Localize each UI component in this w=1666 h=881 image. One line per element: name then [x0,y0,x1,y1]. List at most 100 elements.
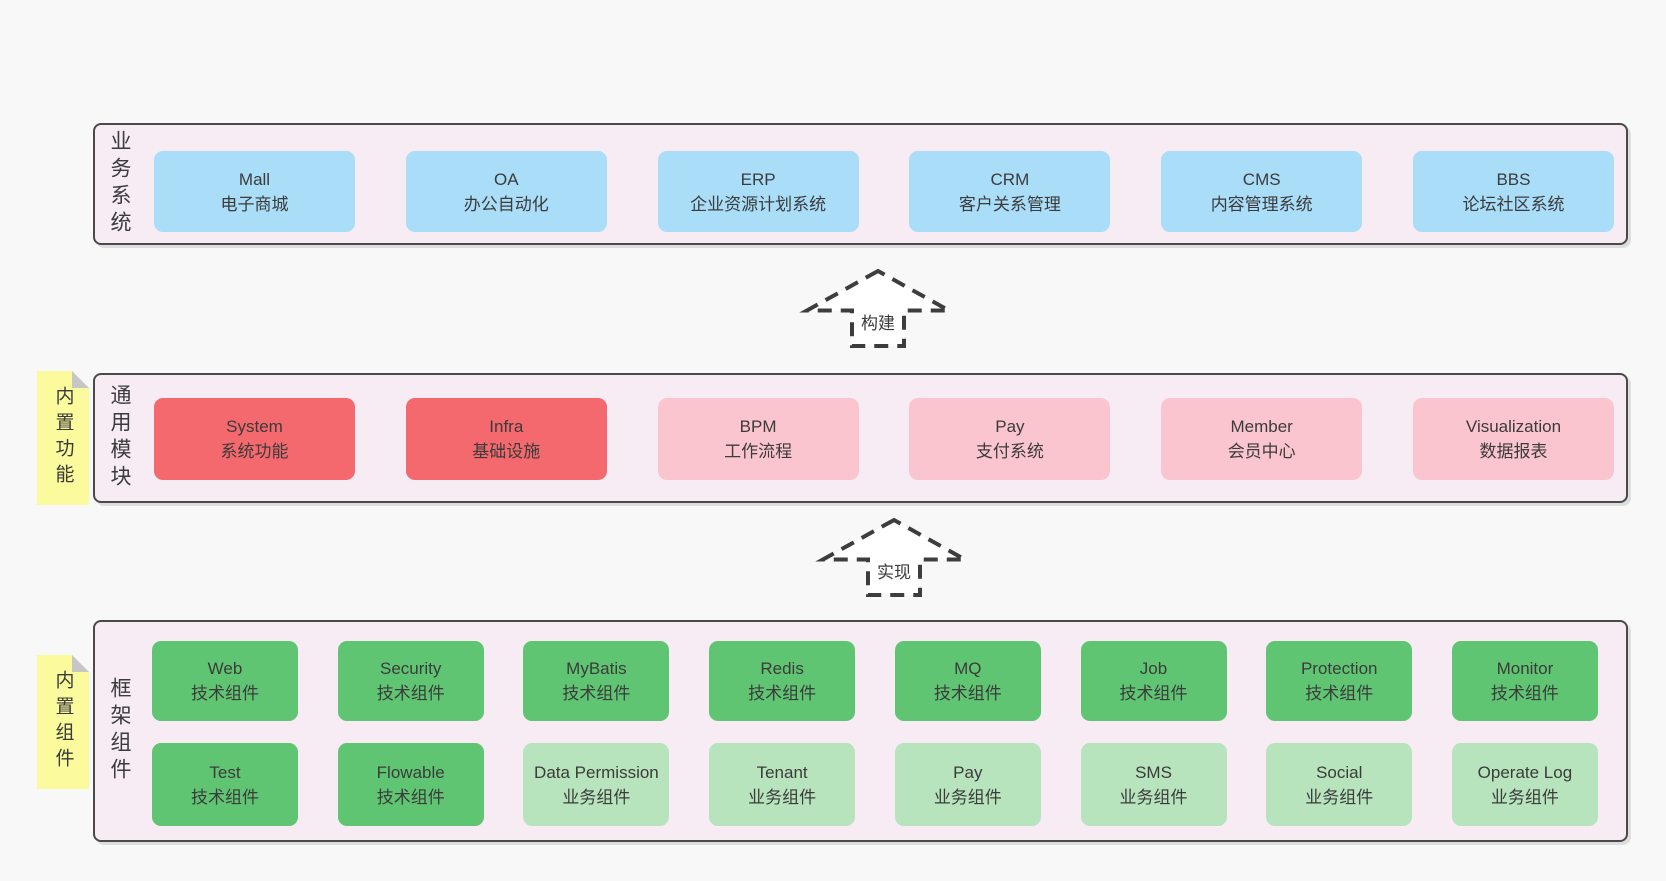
box-desc: 会员中心 [1227,442,1296,461]
arrow-up-icon [799,268,957,348]
box-desc: 技术组件 [1305,684,1374,703]
box-desc: 数据报表 [1479,442,1548,461]
arrow-label: 实现 [874,558,914,583]
sticky-note-paper [37,371,89,505]
box-social: Social 业务组件 [1266,743,1413,826]
box-visualization: Visualization 数据报表 [1412,398,1614,480]
box-desc: 客户关系管理 [958,194,1061,214]
box-name: MQ [954,659,982,678]
box-job: Job 技术组件 [1080,641,1227,721]
box-operate-log: Operate Log 业务组件 [1451,743,1598,826]
box-bbs: BBS 论坛社区系统 [1412,151,1614,232]
box-test: Test 技术组件 [152,743,298,826]
box-desc: 技术组件 [376,787,445,807]
box-desc: 业务组件 [1119,787,1188,807]
box-name: CRM [990,169,1030,189]
box-name: Web [207,659,243,678]
panel-title: 业务系统 [108,130,131,238]
sticky-note-paper [37,655,89,789]
box-desc: 业务组件 [1305,787,1374,807]
box-desc: 技术组件 [562,684,631,703]
box-name: Visualization [1465,417,1562,436]
box-name: SMS [1135,762,1172,782]
implement-arrow: 实现 [814,515,974,601]
box-name: Flowable [376,762,445,782]
box-name: ERP [740,169,776,189]
box-name: Test [209,762,241,782]
box-flowable: Flowable 技术组件 [337,743,484,826]
box-mybatis: MyBatis 技术组件 [523,641,670,721]
box-monitor: Monitor 技术组件 [1451,641,1598,721]
business-systems-row: Mall 电子商城 OA 办公自动化 ERP 企业资源计划系统 CRM 客户关系… [154,151,1614,232]
sticky-note-built-in-features: 内置功能 [37,371,89,505]
box-name: Pay [953,762,983,782]
panel-business-systems: 业务系统 Mall 电子商城 OA 办公自动化 ERP 企业资源计划系统 CRM… [93,123,1628,245]
box-desc: 电子商城 [220,194,289,214]
box-desc: 办公自动化 [463,194,549,214]
box-desc: 系统功能 [220,442,289,461]
box-desc: 内容管理系统 [1210,194,1313,214]
box-name: System [226,417,283,436]
box-desc: 技术组件 [376,684,445,703]
sticky-note-label: 内置组件 [52,670,74,774]
box-name: BBS [1496,169,1531,189]
box-name: CMS [1242,169,1281,189]
box-name: OA [494,169,519,189]
box-cms: CMS 内容管理系统 [1161,151,1363,232]
panel-title: 框架组件 [108,677,131,785]
box-pay-biz: Pay 业务组件 [894,743,1041,826]
box-mall: Mall 电子商城 [154,151,355,232]
box-desc: 业务组件 [562,787,631,807]
box-name: Redis [760,659,804,678]
panel-framework-components: 框架组件 Web 技术组件 Security 技术组件 MyBatis 技术组件… [93,620,1628,842]
box-name: Pay [995,417,1025,436]
box-pay: Pay 支付系统 [909,398,1111,480]
box-desc: 支付系统 [975,442,1044,461]
box-crm: CRM 客户关系管理 [909,151,1111,232]
arrow-label: 构建 [858,309,898,334]
box-name: Social [1316,762,1363,782]
box-mq: MQ 技术组件 [894,641,1041,721]
box-oa: OA 办公自动化 [405,151,607,232]
box-member: Member 会员中心 [1161,398,1363,480]
framework-components-row-1: Web 技术组件 Security 技术组件 MyBatis 技术组件 Redi… [152,641,1598,721]
box-erp: ERP 企业资源计划系统 [657,151,859,232]
box-name: Protection [1300,659,1378,678]
sticky-note-built-in-components: 内置组件 [37,655,89,789]
box-redis: Redis 技术组件 [709,641,856,721]
box-protection: Protection 技术组件 [1266,641,1413,721]
box-name: Infra [489,417,524,436]
framework-components-row-2: Test 技术组件 Flowable 技术组件 Data Permission … [152,743,1598,826]
common-modules-row: System 系统功能 Infra 基础设施 BPM 工作流程 Pay 支付系统… [154,398,1614,480]
box-name: Job [1139,659,1168,678]
box-tenant: Tenant 业务组件 [709,743,856,826]
box-desc: 工作流程 [724,442,793,461]
box-web: Web 技术组件 [152,641,298,721]
panel-common-modules: 通用模块 System 系统功能 Infra 基础设施 BPM 工作流程 Pay… [93,373,1628,503]
box-system: System 系统功能 [154,398,355,480]
box-name: Monitor [1496,659,1554,678]
box-desc: 技术组件 [191,684,259,703]
box-desc: 论坛社区系统 [1462,194,1565,214]
box-name: Data Permission [534,762,659,782]
arrow-up-icon [815,517,973,597]
box-desc: 业务组件 [1490,787,1559,807]
box-desc: 技术组件 [1490,684,1559,703]
build-arrow: 构建 [798,266,958,352]
box-name: BPM [739,417,777,436]
box-security: Security 技术组件 [337,641,484,721]
box-bpm: BPM 工作流程 [657,398,859,480]
box-name: Operate Log [1477,762,1573,782]
box-sms: SMS 业务组件 [1080,743,1227,826]
box-desc: 技术组件 [1119,684,1188,703]
box-desc: 企业资源计划系统 [690,194,827,214]
panel-title: 通用模块 [108,384,131,492]
box-desc: 业务组件 [933,787,1002,807]
box-name: Tenant [756,762,808,782]
box-desc: 技术组件 [748,684,817,703]
box-desc: 基础设施 [472,442,541,461]
box-name: MyBatis [566,659,627,678]
box-desc: 技术组件 [191,787,259,807]
box-desc: 技术组件 [933,684,1002,703]
